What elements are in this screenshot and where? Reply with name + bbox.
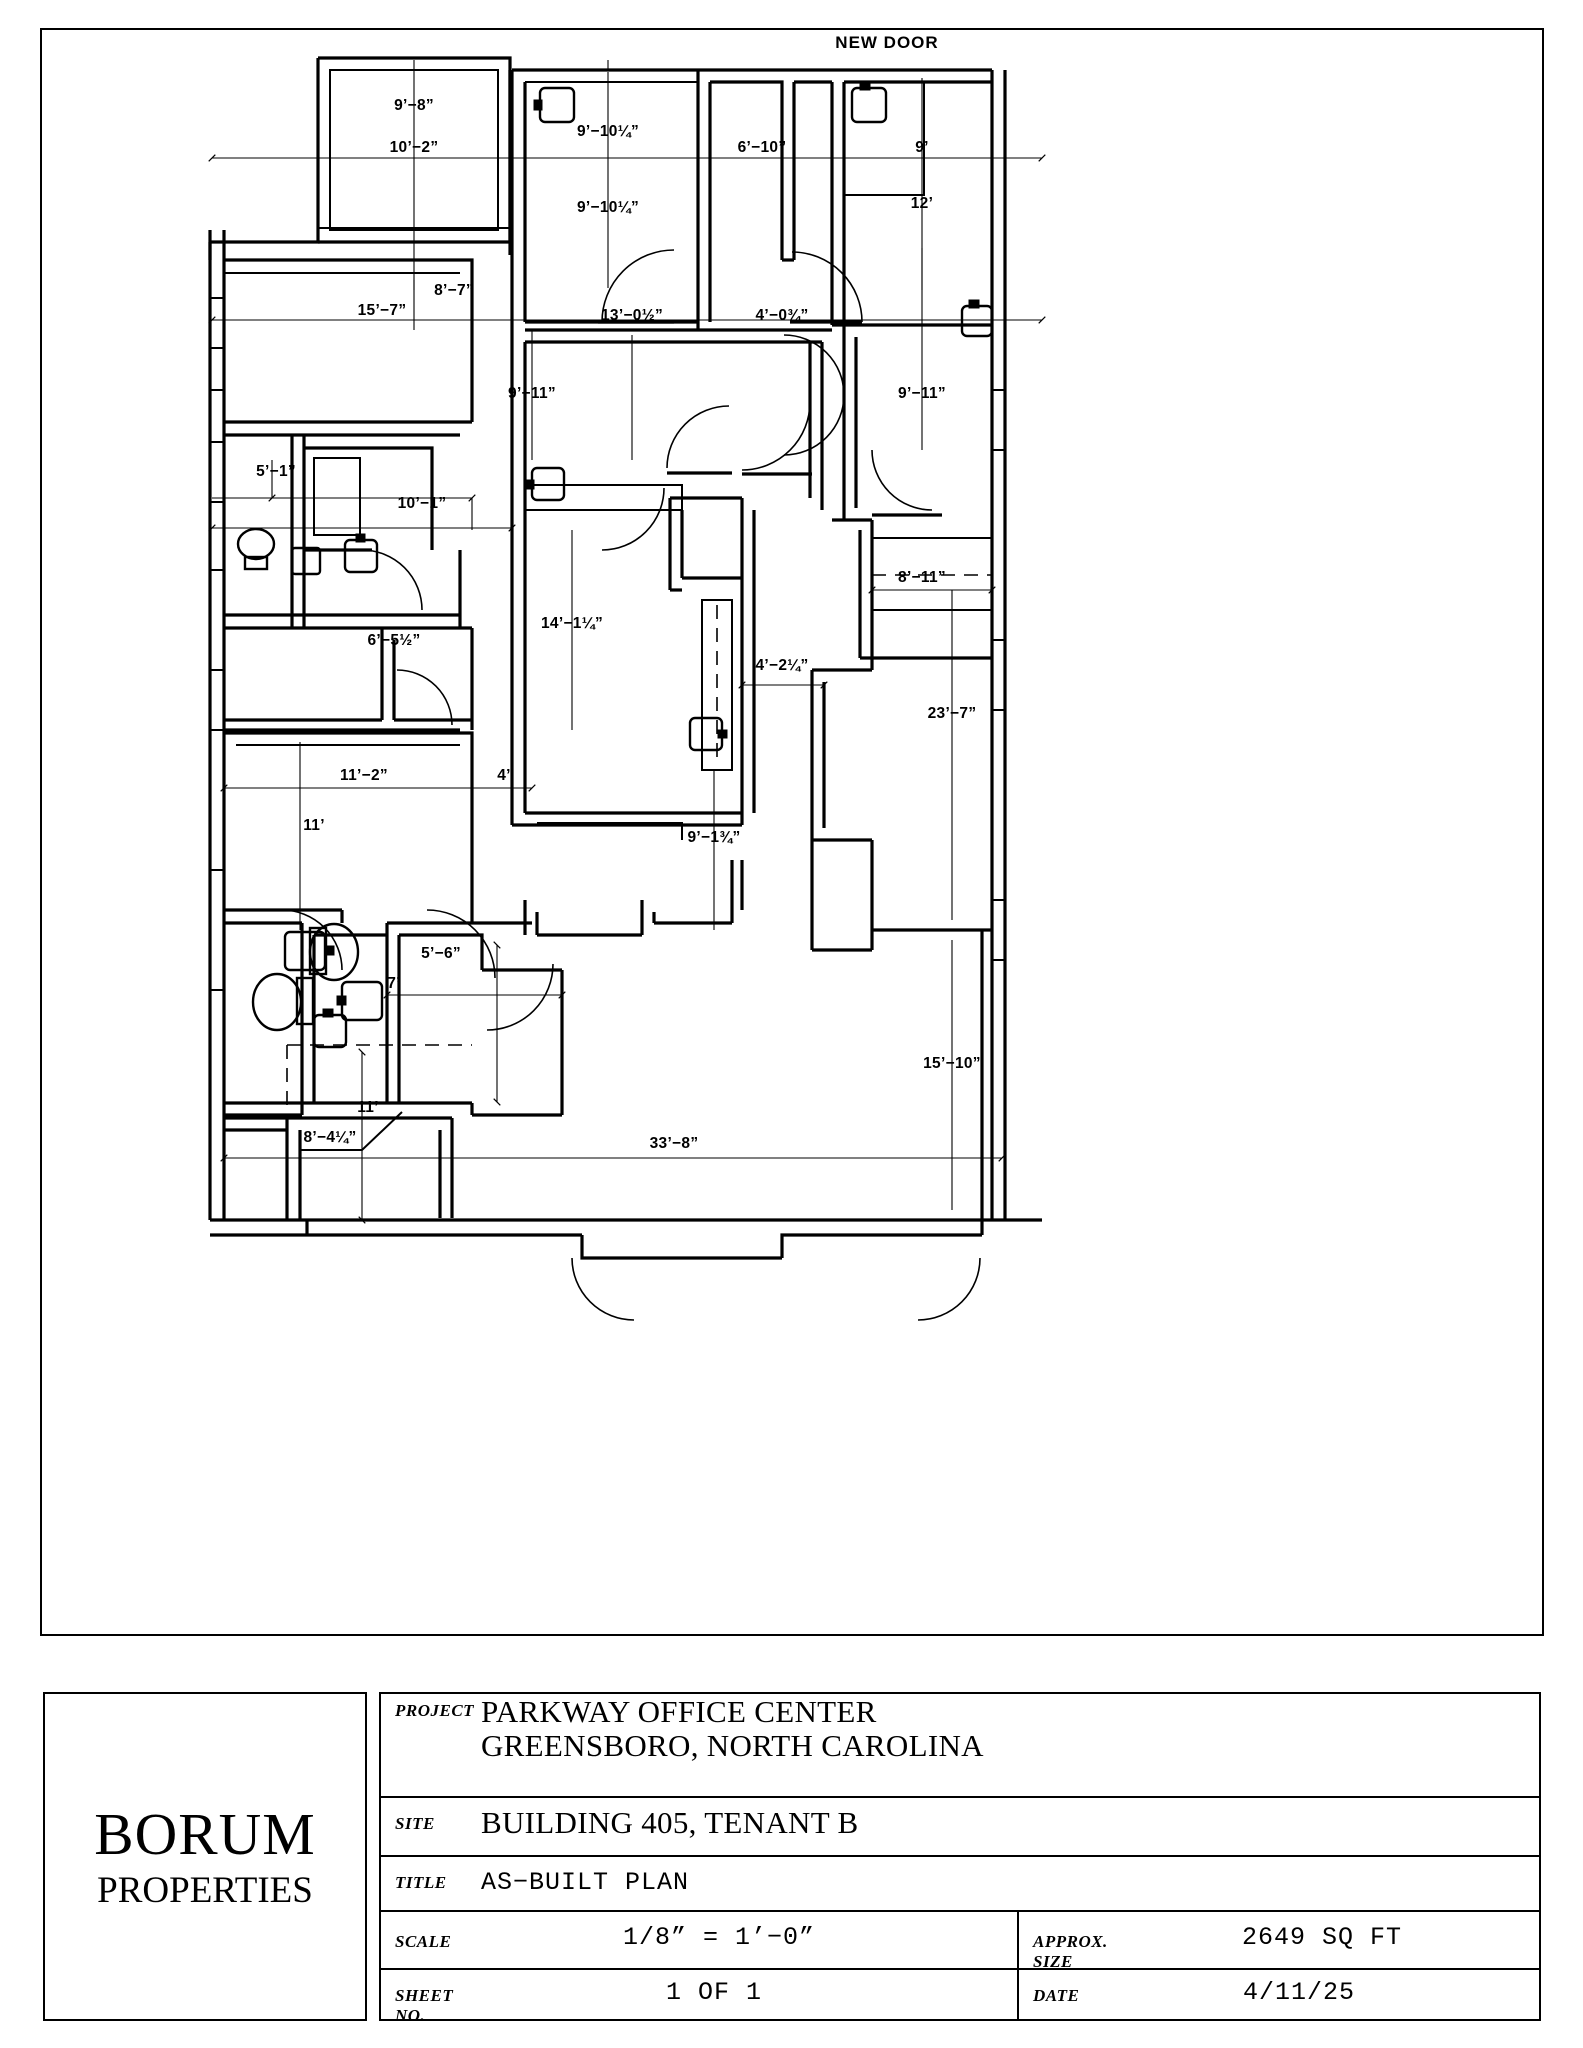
dimension-label: 11’−2”: [340, 767, 388, 784]
logo-borum-text: BORUM: [94, 1800, 316, 1867]
sheet-no-value: 1 OF 1: [665, 1978, 762, 2007]
site-key: SITE: [395, 1814, 435, 1834]
title-row-scale: SCALE 1/8” = 1’−0” APPROX. SIZE 2649 SQ …: [381, 1912, 1539, 1971]
approx-size-value: 2649 SQ FT: [1241, 1923, 1403, 1952]
title-block-info: PROJECT PARKWAY OFFICE CENTER GREENSBORO…: [379, 1692, 1541, 2025]
dimension-label: 23’−7”: [928, 705, 977, 722]
project-value-line1: PARKWAY OFFICE CENTER: [481, 1694, 877, 1729]
dimension-label: 9’−11”: [508, 385, 556, 402]
date-value: 4/11/25: [1242, 1978, 1356, 2007]
door-layer: [281, 249, 981, 1321]
dimension-label: 8’−4¼”: [303, 1129, 356, 1146]
plan-drawing-frame: .w { fill:none; stroke:#000; stroke-widt…: [40, 28, 1544, 1636]
title-key: TITLE: [395, 1873, 447, 1892]
dimension-label: 6’−10”: [738, 139, 787, 156]
approx-size-key: APPROX. SIZE: [1033, 1932, 1108, 1971]
dimension-label: 4’: [497, 767, 511, 784]
wall-layer: [208, 56, 1042, 1260]
floor-plan-drawing: .w { fill:none; stroke:#000; stroke-widt…: [208, 33, 1046, 1321]
project-key: PROJECT: [395, 1701, 475, 1720]
new-door-note: NEW DOOR: [835, 33, 938, 52]
logo-properties-text: PROPERTIES: [97, 1869, 313, 1911]
dimension-label: 8’−7”: [434, 282, 474, 299]
project-value-line2: GREENSBORO, NORTH CAROLINA: [481, 1728, 984, 1764]
dimension-label: 5’−1”: [256, 463, 296, 480]
dimension-label: 4’−2¼”: [755, 657, 808, 674]
title-value: AS−BUILT PLAN: [481, 1868, 690, 1897]
dimension-label: 33’−8”: [650, 1135, 699, 1152]
dimension-label: 7’: [387, 975, 401, 992]
dimension-label: 8’−11”: [898, 569, 946, 586]
fixture-layer: [236, 81, 994, 1049]
note-layer: NEW DOOR: [835, 33, 938, 52]
dimension-label: 9’−1¾”: [687, 829, 740, 846]
dimension-label: 10’−1”: [398, 495, 447, 512]
dimension-label: 6’−5½”: [367, 632, 420, 649]
date-key: DATE: [1033, 1986, 1080, 2005]
dimension-layer: 9’−8” 10’−2” 9’−10¼” 9’−10¼” 6’−10” 9’ 1…: [208, 60, 1046, 1224]
dimension-label: 9’: [915, 139, 929, 156]
dimension-label: 15’−10”: [923, 1055, 981, 1072]
dimension-label: 12’: [911, 195, 933, 212]
dimension-label: 14’−1¼”: [541, 615, 603, 632]
dimension-label: 10’−2”: [390, 139, 439, 156]
title-block: BORUM PROPERTIES PROJECT PARKWAY OFFICE …: [43, 1692, 1541, 2025]
dimension-label: 9’−10¼”: [577, 199, 639, 216]
scale-value: 1/8” = 1’−0”: [622, 1923, 816, 1952]
sheet-no-key: SHEET NO.: [395, 1986, 454, 2025]
dimension-label: 11’: [303, 817, 325, 834]
title-row-project: PROJECT PARKWAY OFFICE CENTER GREENSBORO…: [381, 1694, 1539, 1799]
title-row-sheet: SHEET NO. 1 OF 1 DATE 4/11/25: [381, 1970, 1539, 2025]
title-row-site: SITE BUILDING 405, TENANT B: [381, 1798, 1539, 1857]
dimension-label: 9’−11”: [898, 385, 946, 402]
dimension-label: 4’−0¾”: [755, 307, 808, 324]
site-value: BUILDING 405, TENANT B: [481, 1805, 859, 1841]
dimension-label: 5’−6”: [421, 945, 461, 962]
company-logo: BORUM PROPERTIES: [43, 1692, 367, 2021]
scale-key: SCALE: [395, 1932, 452, 1951]
dimension-label: 9’−8”: [394, 97, 434, 114]
dimension-label: 9’−10¼”: [577, 123, 639, 140]
title-row-title: TITLE AS−BUILT PLAN: [381, 1857, 1539, 1912]
dimension-label: 15’−7”: [358, 302, 407, 319]
dimension-label: 13’−0½”: [601, 307, 663, 324]
dimension-label: 11’: [357, 1099, 379, 1116]
